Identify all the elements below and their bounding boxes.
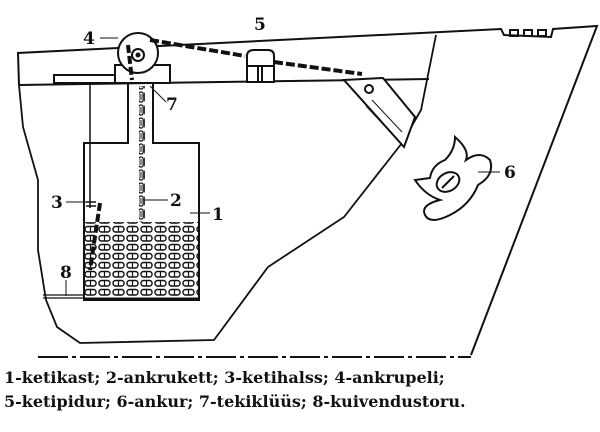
label-8: 8 — [60, 263, 72, 283]
windlass — [53, 32, 171, 84]
label-3: 3 — [51, 193, 63, 213]
hawse-pipe — [341, 76, 417, 149]
label-5: 5 — [254, 15, 266, 35]
chain-stopper — [246, 49, 275, 83]
chain-pipe-and-locker — [43, 82, 200, 301]
label-7: 7 — [166, 95, 178, 115]
anchor — [413, 134, 493, 221]
caption-line-2: 5-ketipidur; 6-ankur; 7-tekiklüüs; 8-kui… — [4, 392, 466, 411]
chain-on-deck — [126, 38, 363, 81]
caption-line-1: 1-ketikast; 2-ankrukett; 3-ketihalss; 4-… — [4, 368, 445, 387]
label-4: 4 — [83, 29, 95, 49]
leader-lines — [65, 37, 500, 296]
label-6: 6 — [504, 163, 516, 183]
label-2: 2 — [170, 191, 182, 211]
label-1: 1 — [212, 205, 224, 225]
